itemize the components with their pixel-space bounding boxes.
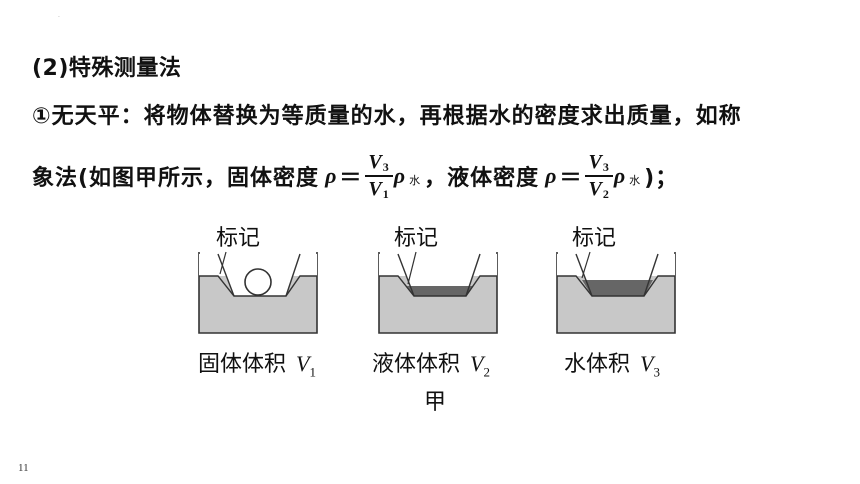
body-line-1: ①无天平：将物体替换为等质量的水，再根据水的密度求出质量，如称 (32, 104, 742, 129)
fraction-numerator-2: V3 (585, 152, 613, 177)
body-line-2: 象法(如图甲所示，固体密度 ρ ＝ V3 V1 ρ 水 ，液体密度 ρ ＝ V3… (32, 146, 678, 206)
equals-sign: ＝ (339, 165, 363, 190)
fraction-numerator: V3 (365, 152, 393, 177)
caption-liquid-volume: 液体体积 V2 (372, 346, 490, 380)
line2-middle: ，液体密度 (424, 166, 540, 191)
fraction-solid-density: V3 V1 (365, 152, 393, 201)
solid-ball (244, 268, 272, 296)
line2-prefix: 象法(如图甲所示，固体密度 (32, 166, 320, 191)
caption-text: 水体积 (564, 352, 631, 377)
fraction-denominator-2: V2 (588, 178, 610, 201)
beaker-liquid (376, 250, 500, 336)
caption-variable: V3 (640, 351, 660, 380)
rho-symbol: ρ (325, 163, 338, 188)
caption-variable: V2 (470, 351, 490, 380)
fraction-denominator: V1 (368, 178, 390, 201)
top-dot: · (58, 14, 60, 21)
mark-label-1: 标记 (216, 226, 261, 251)
water-subscript: 水 (409, 174, 422, 187)
mark-pointer (219, 251, 227, 275)
beaker-water-diagram (556, 251, 676, 334)
line2-suffix: )； (644, 166, 679, 191)
page-number: 11 (18, 462, 29, 474)
figure-label: 甲 (424, 390, 447, 415)
equals-sign-2: ＝ (559, 165, 583, 190)
mark-label-2: 标记 (394, 226, 439, 251)
beaker-solid (196, 250, 320, 336)
fraction-liquid-density: V3 V2 (585, 152, 613, 201)
caption-text: 液体体积 (372, 352, 461, 377)
caption-water-volume: 水体积 V3 (564, 346, 660, 380)
caption-variable: V1 (296, 351, 316, 380)
beaker-liquid-diagram (378, 251, 498, 334)
rho-symbol-2: ρ (545, 163, 558, 188)
water-layer (582, 280, 653, 296)
mark-label-3: 标记 (572, 226, 617, 251)
beaker-water (554, 250, 678, 336)
water-subscript-2: 水 (629, 174, 642, 187)
liquid-layer (407, 286, 473, 296)
rho-water-symbol: ρ (393, 163, 407, 188)
caption-solid-volume: 固体体积 V1 (198, 346, 316, 380)
beaker-solid-diagram (198, 251, 318, 334)
section-heading: (2)特殊测量法 (32, 56, 182, 81)
rho-water-symbol-2: ρ (613, 163, 627, 188)
caption-text: 固体体积 (198, 352, 287, 377)
